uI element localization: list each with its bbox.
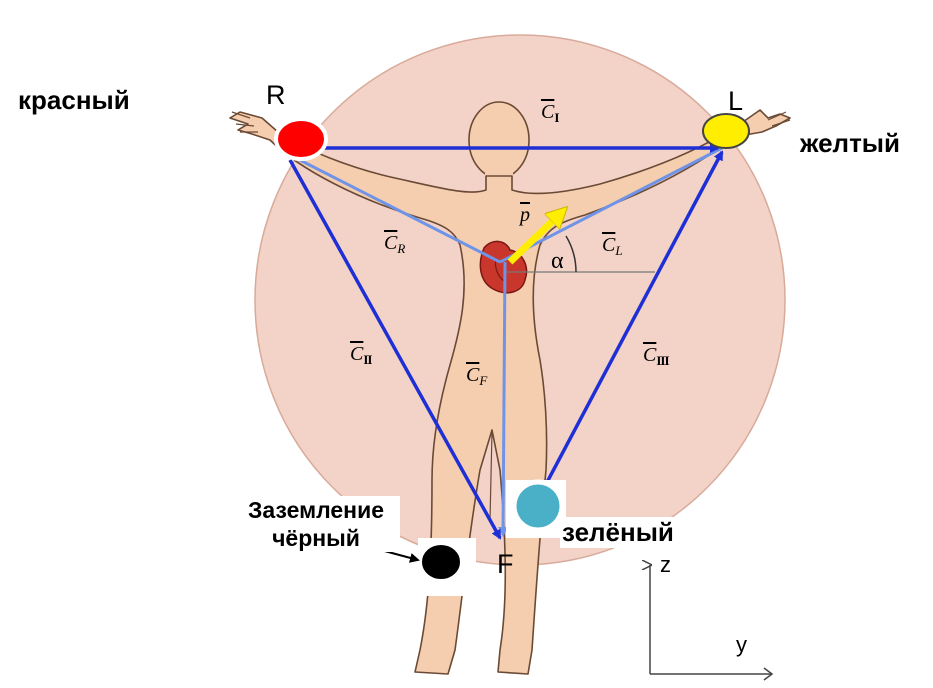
vector-c-one-sub: I bbox=[554, 110, 558, 125]
vector-c-f-line bbox=[503, 262, 505, 535]
vector-label-p: p bbox=[520, 204, 530, 227]
vector-label-c-r: CR bbox=[384, 232, 405, 257]
electrode-leg-green bbox=[514, 482, 562, 530]
label-green-electrode: зелёный bbox=[560, 517, 676, 548]
vector-c-f-base: C bbox=[466, 364, 479, 386]
vector-c-l-base: C bbox=[602, 234, 615, 256]
vector-label-c-l: CL bbox=[602, 234, 623, 259]
vector-c-three-sub: III bbox=[656, 353, 668, 368]
corner-label-r: R bbox=[266, 80, 286, 111]
corner-label-f: F bbox=[497, 549, 514, 580]
label-ground: Заземление чёрный bbox=[232, 496, 400, 552]
vector-c-two-sub: II bbox=[363, 352, 371, 367]
vector-c-f-sub: F bbox=[479, 373, 487, 388]
corner-label-l: L bbox=[728, 86, 743, 117]
vector-c-three-base: C bbox=[643, 344, 656, 366]
electrode-left-arm-yellow bbox=[703, 114, 749, 148]
vector-c-l-sub: L bbox=[615, 243, 622, 258]
vector-c-r-sub: R bbox=[397, 241, 405, 256]
vector-label-c-three: CIII bbox=[643, 344, 669, 369]
coordinate-axes bbox=[650, 565, 772, 680]
vector-c-one-base: C bbox=[541, 101, 554, 123]
label-red-electrode: красный bbox=[18, 85, 130, 116]
axis-label-z: z bbox=[660, 552, 671, 578]
vector-label-c-one: CI bbox=[541, 101, 558, 126]
vector-label-c-f: CF bbox=[466, 364, 487, 389]
label-ground-line2: чёрный bbox=[232, 524, 400, 552]
electrode-right-arm-red bbox=[276, 119, 326, 159]
vector-c-r-base: C bbox=[384, 232, 397, 254]
vector-p-base: p bbox=[520, 204, 530, 226]
angle-label-alpha: α bbox=[551, 248, 564, 275]
label-yellow-electrode: желтый bbox=[800, 128, 900, 159]
vector-label-c-two: CII bbox=[350, 343, 371, 368]
label-ground-line1: Заземление bbox=[232, 496, 400, 524]
vector-c-two-base: C bbox=[350, 343, 363, 365]
electrode-ground-black bbox=[420, 543, 462, 581]
axis-label-y: y bbox=[736, 632, 747, 658]
